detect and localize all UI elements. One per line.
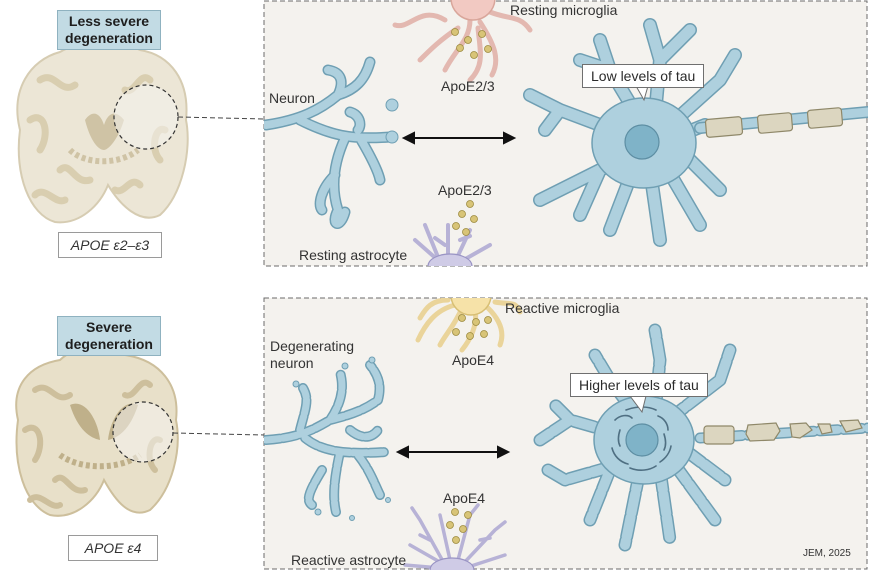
reactive-astrocyte-label: Reactive astrocyte: [291, 552, 407, 568]
zoom-circle-bottom: [112, 401, 174, 463]
genotype-top: APOE ε2–ε3: [58, 232, 162, 258]
severity-bottom-line1: Severe: [86, 319, 132, 335]
neuron-top: [264, 56, 399, 229]
reactive-microglia: [415, 298, 523, 353]
apoe-microglia-bottom-label: ApoE4: [452, 352, 495, 368]
apoe-microglia-top-label: ApoE2/3: [441, 78, 495, 94]
resting-astrocyte: [413, 223, 492, 266]
degenerating-neuron-label-1: Degenerating: [270, 338, 355, 354]
severity-box-top: Less severe degeneration: [57, 10, 161, 50]
synapse-arrow-bottom: [395, 445, 511, 459]
severity-bottom-line2: degeneration: [65, 336, 153, 352]
genotype-bottom: APOE ε4: [68, 535, 158, 561]
tau-callout-bottom: Higher levels of tau: [570, 373, 708, 397]
neuron-label: Neuron: [269, 90, 315, 106]
figure-credit: JEM, 2025: [803, 548, 851, 559]
brain-section-bottom: [15, 347, 265, 517]
apoe-particles-astrocyte-bottom: [446, 508, 472, 544]
severity-top-line2: degeneration: [65, 30, 153, 46]
apoe-particles-microglia-top: [451, 28, 492, 59]
apoe-particles-astrocyte-top: [452, 200, 478, 236]
zoom-circle-top: [113, 84, 179, 150]
reactive-microglia-label: Reactive microglia: [505, 300, 620, 316]
synapse-arrow-top: [401, 131, 517, 145]
degenerating-neuron-label-2: neuron: [270, 355, 314, 371]
myelin-sheath-bottom: [703, 419, 863, 445]
apoe-astrocyte-top-label: ApoE2/3: [438, 182, 492, 198]
severity-top-line1: Less severe: [68, 13, 150, 29]
resting-astrocyte-label: Resting astrocyte: [299, 247, 408, 263]
reactive-astrocyte: [403, 503, 507, 570]
brain-section-top: [16, 41, 265, 224]
apoe-particles-microglia-bottom: [452, 314, 492, 340]
myelin-sheath-top: [704, 107, 844, 138]
degenerating-neuron: [264, 356, 391, 521]
severity-box-bottom: Severe degeneration: [57, 316, 161, 356]
tau-callout-top: Low levels of tau: [582, 64, 705, 88]
resting-microglia-label: Resting microglia: [510, 2, 618, 18]
apoe-astrocyte-bottom-label: ApoE4: [443, 490, 486, 506]
tau-tangles: [611, 406, 672, 471]
